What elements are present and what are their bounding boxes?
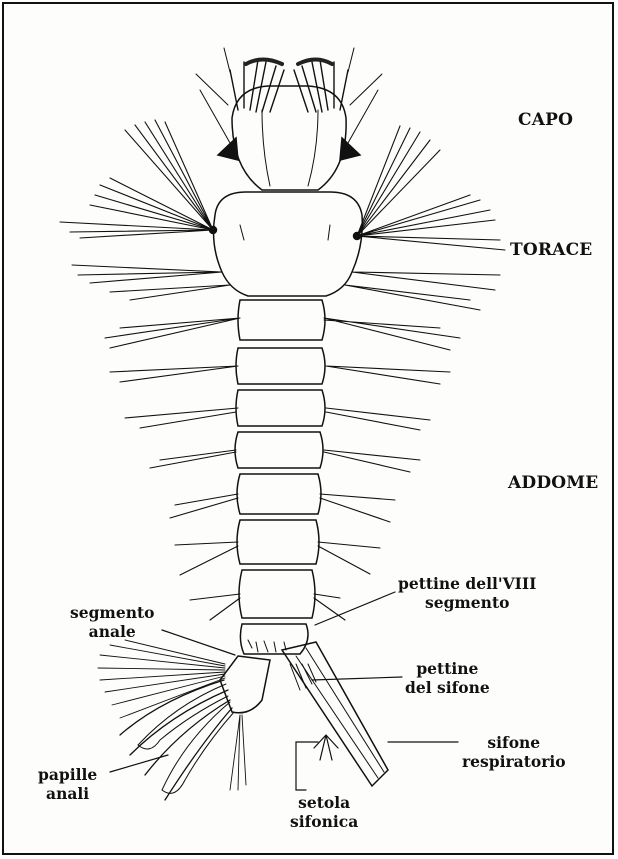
label-papille-line1: papille [38,765,97,784]
label-segmento-anale: segmento anale [70,603,154,641]
respiratory-siphon [282,642,388,786]
label-pettine-viii-line2: segmento [398,593,536,612]
label-setola-line2: sifonica [290,812,358,831]
label-pettine-sifone-line1: pettine [405,659,490,678]
label-papille-anali: papille anali [38,765,97,803]
label-sifone-line2: respiratorio [462,752,566,771]
region-label-capo: CAPO [518,110,573,130]
larva-head [196,48,382,190]
label-segmento-anale-line1: segmento [70,603,154,622]
label-pettine-viii: pettine dell'VIII segmento [398,574,536,612]
region-label-addome: ADDOME [508,473,598,493]
region-label-torace: TORACE [510,240,592,260]
label-pettine-sifone-line2: del sifone [405,678,490,697]
label-pettine-viii-line1: pettine dell'VIII [398,574,536,593]
label-pettine-sifone: pettine del sifone [405,659,490,697]
larva-thorax [60,120,505,310]
label-setola-sifonica: setola sifonica [290,793,358,831]
label-segmento-anale-line2: anale [70,622,154,641]
label-sifone-line1: sifone [462,733,566,752]
label-setola-line1: setola [290,793,358,812]
label-papille-line2: anali [38,784,97,803]
label-sifone-respiratorio: sifone respiratorio [462,733,566,771]
anal-segment-and-papillae [98,640,270,800]
